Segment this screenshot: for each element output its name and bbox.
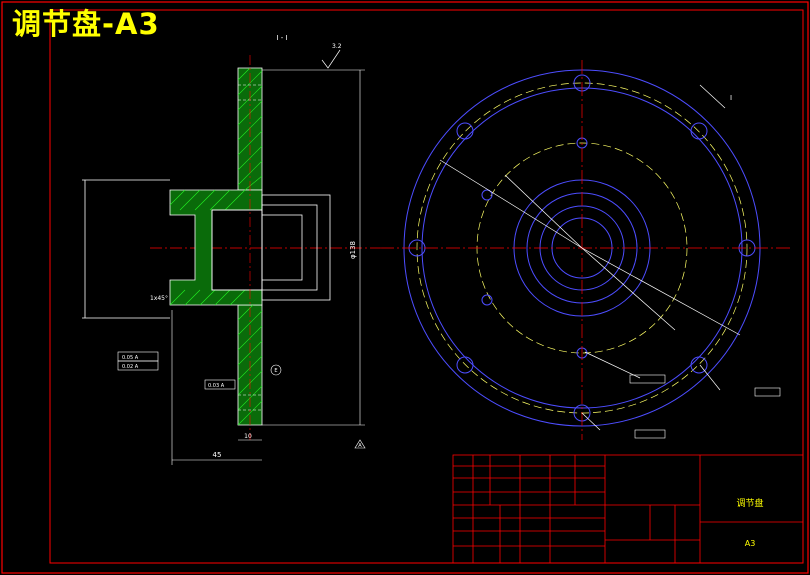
section-label: I - I [276,34,287,42]
svg-text:0.03 A: 0.03 A [208,383,225,389]
roughness-symbol: 3.2 [332,43,342,50]
datum-e: E [274,368,277,374]
svg-text:0.02 A: 0.02 A [122,364,139,370]
hub-section [169,189,263,306]
part-name: 调节盘 [736,497,763,509]
svg-text:0.05 A: 0.05 A [122,355,139,361]
page-title: 调节盘-A3 [12,7,160,41]
front-view: I [380,60,790,440]
datum-a: A [358,443,362,449]
view-marker: I [730,94,732,102]
title-block [452,454,804,564]
flange-diameter-dim: φ138 [349,241,357,259]
section-view: φ138 45 10 I - I 3.2 1x45° 0.05 A 0.02 A… [82,34,380,465]
drawing-inner-frame [49,9,804,564]
thickness-dim: 10 [244,433,252,440]
chamfer-note: 1x45° [150,295,168,302]
drawing-scale: A3 [745,539,756,548]
tolerance-frame-1: 0.05 A 0.02 A [117,351,159,371]
length-dim: 45 [213,451,222,459]
tolerance-frame-2: 0.03 A [204,379,236,390]
